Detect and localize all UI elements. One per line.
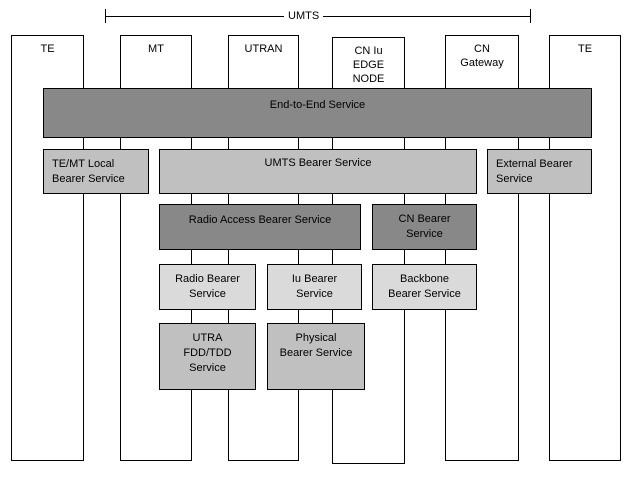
column-te-right-label: TE [577,43,593,55]
umts-bearer-service: UMTS Bearer Service [159,149,477,194]
radio-access-bearer-service: Radio Access Bearer Service [159,204,361,250]
umts-span-label: UMTS [284,10,324,22]
utra-fdd-tdd-service: UTRA FDD/TDD Service [159,323,256,390]
external-bearer-service: External Bearer Service [487,149,592,194]
radio-bearer-service: Radio Bearer Service [159,264,256,310]
column-cn-iu-edge-node-label: CN Iu EDGE NODE [352,45,385,85]
end-to-end-service: End-to-End Service [43,88,592,138]
umts-span-right-tick [530,9,531,23]
iu-bearer-service: Iu Bearer Service [267,264,362,310]
te-mt-local-bearer-service: TE/MT Local Bearer Service [43,149,149,194]
cn-bearer-service: CN Bearer Service [372,204,477,250]
column-mt-label: MT [148,43,164,55]
column-te-left-label: TE [40,43,55,55]
column-utran-label: UTRAN [244,43,283,55]
column-cn-gateway-label: CN Gateway [460,43,504,69]
physical-bearer-service: Physical Bearer Service [267,323,365,390]
backbone-bearer-service: Backbone Bearer Service [372,264,477,310]
